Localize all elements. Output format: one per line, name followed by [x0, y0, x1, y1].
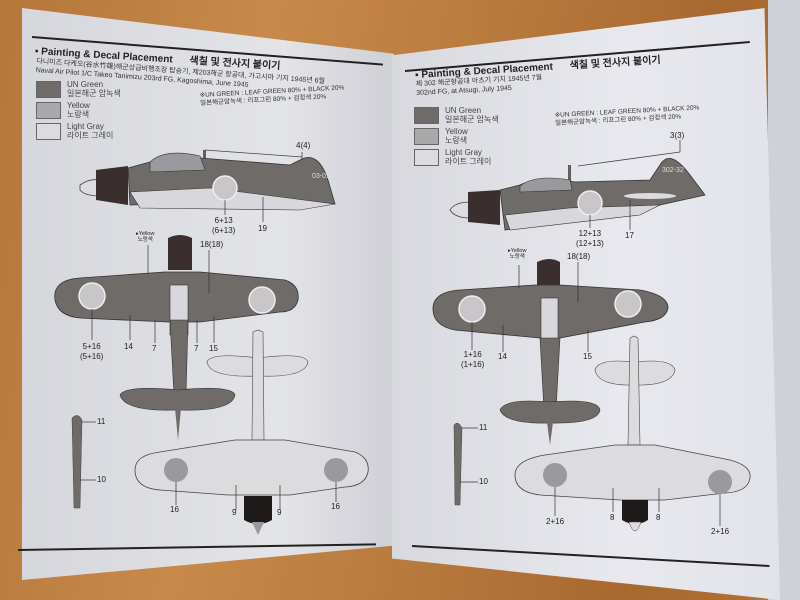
callout-left-7a: 7 [152, 344, 157, 353]
legend-label-kr: 라이트 그레이 [67, 131, 114, 140]
legend-label-en: Light Gray [445, 148, 482, 157]
callout-text: (6+13) [212, 226, 236, 235]
callout-left-antenna: 18(18) [200, 240, 224, 249]
callout-left-wing-hinomaru: 5+16 (5+16) [80, 342, 103, 362]
callout-text: 노랑색 [137, 237, 153, 243]
legend-label-kr: 노랑색 [67, 110, 90, 119]
callout-text: (1+16) [461, 360, 485, 369]
callout-text: (12+13) [576, 239, 604, 248]
callout-right-hinomaru: 12+13 (12+13) [576, 229, 604, 249]
legend-label-en: UN Green [67, 80, 104, 89]
legend-label-en: UN Green [445, 106, 482, 115]
callout-text: 6+13 [214, 216, 233, 225]
callout-right-tail: 3(3) [670, 131, 685, 140]
callout-text: 12+13 [578, 229, 602, 238]
callout-left-7b: 7 [194, 344, 199, 353]
callout-right-antenna: 18(18) [567, 252, 591, 261]
callout-right-15: 15 [583, 352, 592, 361]
callout-left-16a: 16 [170, 505, 179, 514]
callout-left-fuselage: 19 [258, 224, 267, 233]
legend-label-kr: 일본해군 암녹색 [445, 115, 499, 124]
callout-left-yellow: ▸Yellow 노랑색 [136, 231, 154, 243]
callout-left-tail: 4(4) [296, 141, 311, 150]
callout-left-9b: 9 [277, 508, 282, 517]
callout-text: ▸Yellow [136, 231, 155, 237]
swatch-un-green [36, 80, 61, 98]
callout-right-prop-11: 11 [479, 423, 488, 432]
callout-right-2-16b: 2+16 [711, 527, 730, 536]
legend-label-kr: 노랑색 [445, 136, 468, 145]
callout-right-wing-hinomaru: 1+16 (1+16) [461, 350, 484, 370]
callout-left-16b: 16 [331, 502, 340, 511]
callout-text: ▸Yellow [508, 248, 527, 254]
legend-label-en: Yellow [67, 101, 90, 110]
callout-text: 노랑색 [509, 254, 525, 260]
swatch-light-gray [36, 122, 61, 140]
callout-text: 5+16 [82, 342, 101, 351]
callout-left-9a: 9 [232, 508, 237, 517]
callout-right-8a: 8 [610, 513, 615, 522]
swatch-yellow [36, 101, 61, 119]
legend-label-en: Light Gray [67, 122, 104, 131]
callout-right-fuselage: 17 [625, 231, 634, 240]
callout-text: (5+16) [80, 352, 104, 361]
legend-label-kr: 라이트 그레이 [445, 157, 492, 166]
legend-label-en: Yellow [445, 127, 468, 136]
callout-left-hinomaru: 6+13 (6+13) [212, 216, 235, 236]
callout-left-prop-11: 11 [97, 417, 106, 426]
right-tail-code: 302-32 [662, 167, 684, 174]
callout-right-14: 14 [498, 352, 507, 361]
callout-right-2-16a: 2+16 [546, 517, 565, 526]
swatch-un-green [414, 106, 439, 124]
swatch-yellow [414, 127, 439, 145]
callout-right-prop-10: 10 [479, 477, 488, 486]
callout-left-15: 15 [209, 344, 218, 353]
callout-left-14: 14 [124, 342, 133, 351]
callout-left-prop-10: 10 [97, 475, 106, 484]
legend-label-kr: 일본해군 암녹색 [67, 89, 121, 98]
callout-right-yellow: ▸Yellow 노랑색 [508, 248, 526, 260]
swatch-light-gray [414, 148, 439, 166]
left-tail-code: 03-09 [312, 173, 330, 180]
callout-text: 1+16 [463, 350, 482, 359]
callout-right-8b: 8 [656, 513, 661, 522]
